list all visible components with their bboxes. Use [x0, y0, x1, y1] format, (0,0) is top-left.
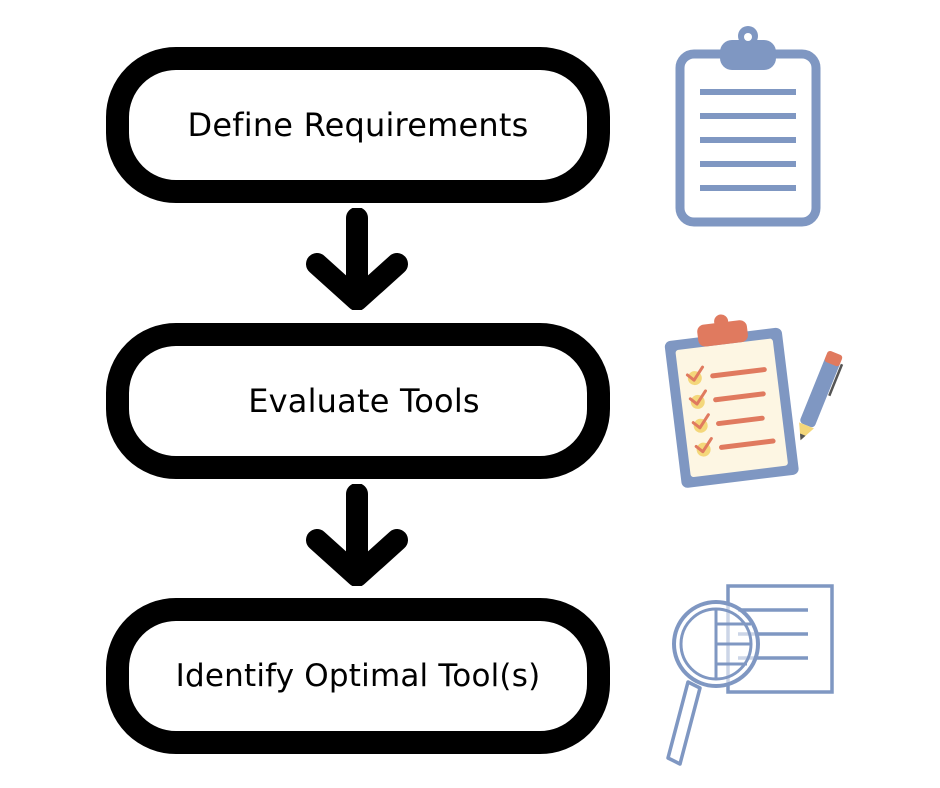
step-label: Define Requirements — [187, 106, 529, 144]
checklist-clipboard-with-pen-icon — [664, 314, 844, 488]
step-label: Identify Optimal Tool(s) — [175, 658, 541, 694]
step-evaluate-tools: Evaluate Tools — [106, 323, 610, 479]
step-identify-optimal-tools: Identify Optimal Tool(s) — [106, 598, 610, 754]
clipboard-icon — [675, 26, 821, 227]
down-arrow-icon — [306, 484, 408, 586]
document-magnifying-glass-icon — [666, 584, 834, 766]
step-label: Evaluate Tools — [248, 382, 480, 420]
step-define-requirements: Define Requirements — [106, 47, 610, 203]
down-arrow-icon — [306, 208, 408, 310]
